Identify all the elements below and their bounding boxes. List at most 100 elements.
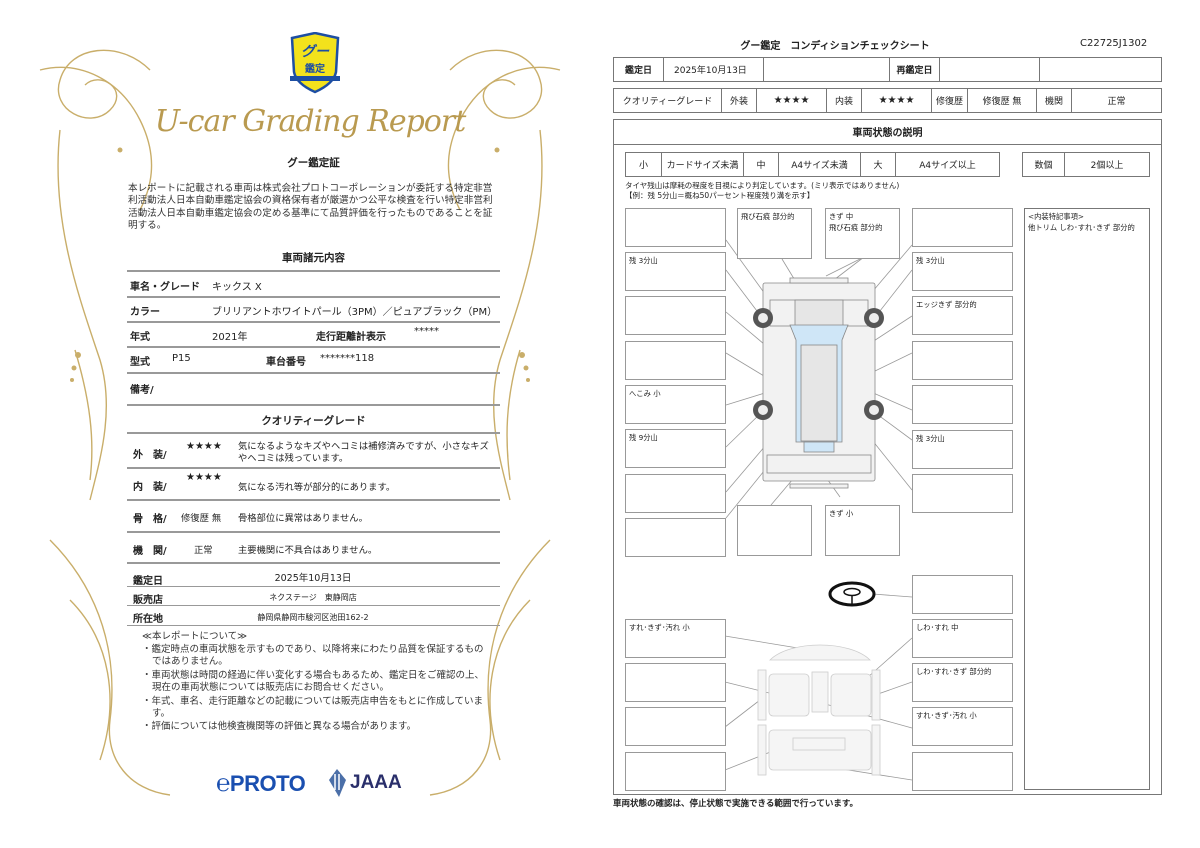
condition-annotation-box: きず 中 飛び石痕 部分的 xyxy=(825,208,900,259)
cert-body: 本レポートに記載される車両は株式会社プロトコーポレーションが委託する特定非営利活… xyxy=(128,183,493,231)
shop-label: 販売店 xyxy=(133,595,163,606)
proto-logo: ℮PROTO xyxy=(216,770,306,797)
condition-annotation-box: しわ･すれ 中 xyxy=(912,619,1013,658)
count-legend: 数個 2個以上 xyxy=(1022,152,1150,177)
remarks-label: 備考/ xyxy=(130,385,154,396)
emblem-text-kantei: 鑑定 xyxy=(305,62,325,75)
section-title: 車両状態の説明 xyxy=(613,119,1162,145)
exterior-label: 外装 xyxy=(722,89,757,112)
size-small-desc: カードサイズ未満 xyxy=(662,153,744,176)
size-small-key: 小 xyxy=(626,153,662,176)
condition-annotation-box: へこみ 小 xyxy=(625,385,726,424)
condition-annotation-box xyxy=(625,296,726,335)
grade-engine-value: 正常 xyxy=(194,545,213,556)
exterior-value: ★★★★ xyxy=(757,89,827,112)
steering-wheel-icon xyxy=(828,581,876,607)
note-item: ・車両状態は時間の経過に伴い変化する場合もあるため、鑑定日をご確認の上、現在の車… xyxy=(142,670,485,694)
date-value: 2025年10月13日 xyxy=(274,573,352,584)
size-large-key: 大 xyxy=(861,153,896,176)
tire-example: 【例：残 5分山＝概ね50パーセント程度残り溝を示す】 xyxy=(625,191,815,200)
interior-value: ★★★★ xyxy=(862,89,932,112)
grade-row: クオリティーグレード 外装 ★★★★ 内装 ★★★★ 修復歴 修復歴 無 機関 … xyxy=(613,88,1162,113)
cert-heading: グー鑑定証 xyxy=(287,157,340,169)
car-exterior-topview xyxy=(762,277,876,489)
report-title: U-car Grading Report xyxy=(154,104,467,139)
odometer-value: ***** xyxy=(414,326,439,337)
date-label: 鑑定日 xyxy=(614,58,664,81)
note-item: ・年式、車名、走行距離などの記載については販売店申告をもとに作成しています。 xyxy=(142,696,484,720)
condition-annotation-box xyxy=(625,341,726,380)
grade-engine-label: 機 関/ xyxy=(133,546,167,557)
date-value: 2025年10月13日 xyxy=(664,58,764,81)
condition-annotation-box xyxy=(625,752,726,791)
condition-annotation-box: すれ･きず･汚れ 小 xyxy=(625,619,726,658)
condition-annotation-box xyxy=(625,208,726,247)
condition-annotation-box: きず 小 xyxy=(825,505,900,556)
sheet-title: グー鑑定 コンディションチェックシート xyxy=(740,41,930,52)
divider xyxy=(127,499,500,501)
divider xyxy=(127,531,500,533)
condition-annotation-box: 残 9分山 xyxy=(625,429,726,468)
condition-annotation-box xyxy=(912,208,1013,247)
divider xyxy=(127,372,500,374)
count-desc: 2個以上 xyxy=(1090,161,1124,171)
condition-annotation-box xyxy=(737,505,812,556)
divider xyxy=(127,432,500,434)
model-value: P15 xyxy=(172,353,191,364)
interior-notes-box: <内装特記事項> 他トリム しわ･すれ･きず 部分的 xyxy=(1024,208,1150,790)
blank-cell xyxy=(764,58,890,81)
jaaa-logo: JAAA xyxy=(350,772,402,793)
year-label: 年式 xyxy=(130,332,150,343)
goo-kantei-emblem-logo: グー 鑑定 xyxy=(290,32,340,94)
grade-interior-value: ★★★★ xyxy=(186,472,222,483)
condition-annotation-box: すれ･きず･汚れ 小 xyxy=(912,707,1013,746)
grade-exterior-value: ★★★★ xyxy=(186,441,222,452)
divider xyxy=(127,321,500,323)
divider xyxy=(127,605,500,606)
condition-annotation-box xyxy=(912,575,1013,614)
model-label: 型式 xyxy=(130,357,150,368)
shop-value: ネクステージ 東静岡店 xyxy=(269,593,357,602)
size-large-desc: A4サイズ以上 xyxy=(919,161,976,171)
condition-section xyxy=(613,119,1162,795)
grade-frame-desc: 骨格部位に異常はありません。 xyxy=(238,513,368,524)
odometer-label: 走行距離計表示 xyxy=(316,332,386,343)
condition-annotation-box: しわ･すれ･きず 部分的 xyxy=(912,663,1013,702)
condition-annotation-box xyxy=(912,752,1013,791)
grade-frame-value: 修復歴 無 xyxy=(181,513,222,524)
divider xyxy=(127,625,500,626)
divider xyxy=(127,296,500,298)
chassis-label: 車台番号 xyxy=(266,357,306,368)
count-key: 数個 xyxy=(1023,153,1065,176)
sheet-code: C22725J1302 xyxy=(1080,38,1148,49)
emblem-text-goo: グー xyxy=(301,43,330,60)
quality-grade-label: クオリティーグレード xyxy=(614,89,722,112)
car-name-label: 車名・グレード xyxy=(130,282,200,293)
color-value: ブリリアントホワイトパール（3PM）／ピュアブラック（PM） xyxy=(212,307,498,318)
engine-value: 正常 xyxy=(1107,97,1126,107)
footer-note: 車両状態の確認は、停止状態で実施できる範囲で行っています。 xyxy=(613,799,859,809)
car-name-value: キックス X xyxy=(212,282,262,293)
condition-annotation-box: 飛び石痕 部分的 xyxy=(737,208,812,259)
size-legend: 小 カードサイズ未満 中 A4サイズ未満 大 A4サイズ以上 xyxy=(625,152,1000,177)
tire-icons xyxy=(753,308,884,420)
condition-annotation-box xyxy=(912,474,1013,513)
divider xyxy=(127,404,500,406)
notes-heading: ≪本レポートについて≫ xyxy=(142,631,248,642)
divider xyxy=(127,467,500,469)
grade-interior-desc: 気になる汚れ等が部分的にあります。 xyxy=(238,482,396,493)
condition-annotation-box xyxy=(625,518,726,557)
note-item: ・鑑定時点の車両状態を示すものであり、以降将来にわたり品質を保証するものではあり… xyxy=(142,644,484,668)
jaaa-logo-mark xyxy=(329,769,346,797)
size-medium-desc: A4サイズ未満 xyxy=(779,153,861,176)
address-label: 所在地 xyxy=(133,614,163,625)
divider xyxy=(127,562,500,564)
condition-annotation-box: 残 3分山 xyxy=(625,252,726,291)
grade-exterior-label: 外 装/ xyxy=(133,450,167,461)
date-row: 鑑定日 2025年10月13日 再鑑定日 xyxy=(613,57,1162,82)
engine-label: 機関 xyxy=(1037,89,1072,112)
grade-frame-label: 骨 格/ xyxy=(133,514,167,525)
tire-note: タイヤ残山は摩耗の程度を目視により判定しています。(ミリ表示ではありません) xyxy=(625,181,900,190)
condition-annotation-box: エッジきず 部分的 xyxy=(912,296,1013,335)
